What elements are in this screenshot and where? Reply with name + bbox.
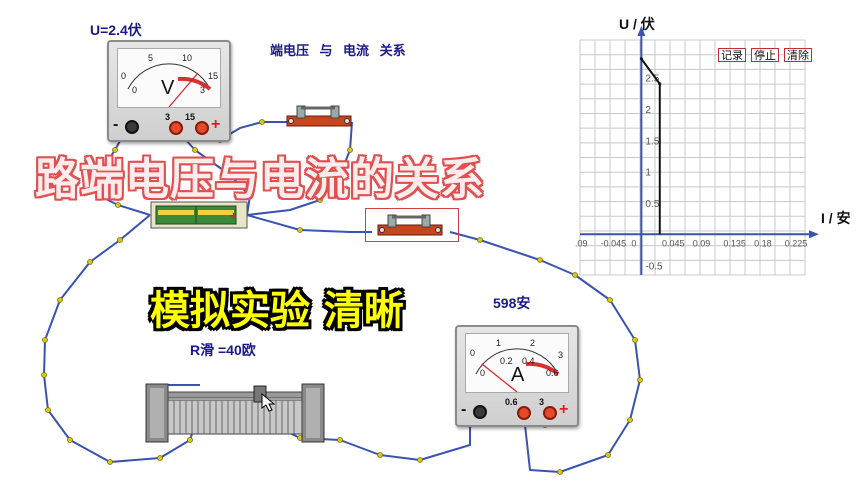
voltmeter-terminal-3-label: 3 bbox=[165, 112, 171, 122]
v-scale-top-0: 0 bbox=[121, 71, 127, 81]
x-tick-label: 0.09 bbox=[693, 238, 711, 248]
voltmeter-terminal-15-label: 15 bbox=[185, 112, 196, 122]
u-i-graph: 2.5 2 1.5 1 0.5 -0.5 0.09 -0.045 0 0.045 0.09 0.135… bbox=[570, 10, 864, 280]
voltmeter-terminal-3[interactable] bbox=[169, 121, 183, 135]
a-scale-top-3: 3 bbox=[558, 350, 564, 360]
a-scale-bottom-2: 0.4 bbox=[522, 356, 535, 366]
voltmeter-scale bbox=[127, 63, 212, 108]
v-scale-top-2: 10 bbox=[182, 53, 193, 63]
y-axis-label: U / 伏 bbox=[619, 16, 655, 32]
battery[interactable]: + bbox=[150, 200, 250, 230]
voltmeter-letter: V bbox=[161, 77, 175, 99]
y-tick-label: 1.5 bbox=[645, 136, 659, 147]
v-scale-top-1: 5 bbox=[148, 53, 154, 63]
ammeter-letter: A bbox=[511, 364, 525, 386]
x-tick-label: 0.225 bbox=[785, 238, 808, 248]
data-line bbox=[640, 58, 661, 85]
y-tick-label: 1 bbox=[645, 168, 651, 179]
x-tick-label: -0.045 bbox=[601, 238, 627, 248]
x-tick-label: 0.045 bbox=[662, 238, 685, 248]
a-scale-top-2: 2 bbox=[530, 338, 536, 348]
battery-icon: + bbox=[150, 201, 248, 229]
ammeter: 0 1 2 3 0 0.2 0.4 0.6 A - 0.6 3 + bbox=[455, 325, 579, 427]
voltage-readout: U=2.4伏 bbox=[90, 22, 142, 38]
y-tick-label: 2.5 bbox=[645, 74, 659, 85]
a-scale-bottom-1: 0.2 bbox=[500, 356, 513, 366]
a-scale-bottom-3: 0.6 bbox=[546, 368, 559, 378]
overlay-title-line1: 路端电压与电流的关系 bbox=[35, 154, 485, 205]
y-tick-label: 2 bbox=[645, 105, 651, 116]
a-scale-top-0: 0 bbox=[470, 348, 476, 358]
rheostat-icon bbox=[145, 383, 325, 443]
voltmeter-neg-sign: - bbox=[113, 116, 119, 133]
v-scale-bottom-3: 3 bbox=[200, 85, 206, 95]
x-tick-label: 0 bbox=[631, 238, 636, 248]
knife-switch-2[interactable] bbox=[365, 208, 459, 242]
overlay-title-line2: 模拟实验 清晰 bbox=[150, 288, 404, 334]
rheostat[interactable] bbox=[140, 378, 330, 448]
y-tick-label: 0.5 bbox=[645, 199, 659, 210]
x-tick-label: 0.09 bbox=[575, 238, 588, 248]
y-axis-arrow bbox=[637, 26, 646, 36]
voltmeter-needle bbox=[168, 72, 199, 108]
ammeter-terminal-3-label: 3 bbox=[539, 397, 545, 407]
knife-switch-1[interactable] bbox=[285, 100, 355, 130]
a-scale-bottom-0: 0 bbox=[480, 368, 486, 378]
voltmeter: 0 5 10 15 0 3 V - 3 15 + bbox=[107, 40, 231, 142]
svg-text:+: + bbox=[230, 209, 237, 223]
ammeter-terminal-3[interactable] bbox=[543, 406, 557, 420]
stop-button[interactable]: 停止 bbox=[751, 48, 779, 62]
u-i-graph-plot: 2.5 2 1.5 1 0.5 -0.5 0.09 -0.045 0 0.045 0.09 0.135… bbox=[570, 26, 819, 276]
ammeter-pos-sign: + bbox=[559, 401, 569, 418]
experiment-title: 端电压 与 电流 关系 bbox=[270, 44, 406, 59]
voltmeter-terminal-15[interactable] bbox=[195, 121, 209, 135]
knife-switch-icon bbox=[286, 105, 352, 127]
record-button[interactable]: 记录 bbox=[718, 48, 746, 62]
y-tick-label: -0.5 bbox=[645, 262, 663, 273]
a-scale-top-1: 1 bbox=[496, 338, 502, 348]
voltmeter-pos-sign: + bbox=[211, 116, 221, 133]
ammeter-neg-terminal[interactable] bbox=[473, 405, 487, 419]
ammeter-face: 0 1 2 3 0 0.2 0.4 0.6 A bbox=[465, 333, 569, 393]
x-tick-label: 0.18 bbox=[754, 238, 772, 248]
ammeter-terminal-06[interactable] bbox=[517, 406, 531, 420]
v-scale-top-3: 15 bbox=[208, 71, 219, 81]
current-readout: 598安 bbox=[493, 295, 531, 311]
ammeter-terminal-06-label: 0.6 bbox=[505, 397, 518, 407]
data-point bbox=[639, 57, 643, 61]
x-axis-arrow bbox=[809, 230, 819, 239]
ammeter-scale bbox=[475, 348, 560, 393]
voltmeter-face: 0 5 10 15 0 3 V bbox=[117, 48, 221, 108]
clear-button[interactable]: 清除 bbox=[784, 48, 812, 62]
x-axis-label: I / 安 bbox=[821, 210, 851, 226]
voltmeter-neg-terminal[interactable] bbox=[125, 120, 139, 134]
x-tick-label: 0.135 bbox=[723, 238, 746, 248]
ammeter-neg-sign: - bbox=[461, 401, 467, 418]
v-scale-bottom-0: 0 bbox=[132, 85, 138, 95]
ammeter-needle bbox=[481, 363, 518, 393]
knife-switch-icon bbox=[377, 214, 443, 236]
rheostat-readout: R滑 =40欧 bbox=[190, 342, 256, 358]
